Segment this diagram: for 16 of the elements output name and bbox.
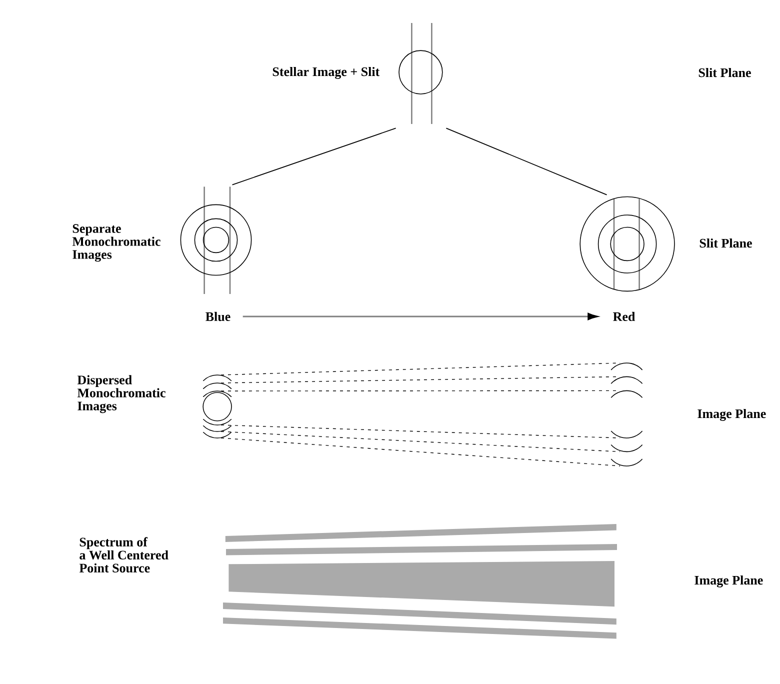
- concentric-rings-with-slit: [180, 186, 252, 294]
- arrow: [242, 312, 598, 320]
- connector-line: [446, 128, 608, 196]
- caption: Dispersed Monochromatic Images: [77, 375, 166, 414]
- plane-label: Slit Plane: [700, 238, 752, 248]
- concentric-rings-with-slit: [580, 196, 675, 292]
- circle-with-slit: [398, 23, 443, 124]
- wavelength-label: Blue: [206, 312, 230, 322]
- wavelength-label: Red: [613, 312, 636, 322]
- caption: Spectrum of a Well Centered Point Source: [79, 537, 168, 572]
- plane-label: Image Plane: [694, 575, 763, 588]
- connector-line: [232, 128, 396, 186]
- plane-label: Image Plane: [698, 408, 766, 421]
- node-label: Separate Monochromatic Images: [72, 224, 160, 262]
- node-label: Stellar Image + Slit: [272, 66, 380, 79]
- plane-label: Slit Plane: [698, 68, 751, 78]
